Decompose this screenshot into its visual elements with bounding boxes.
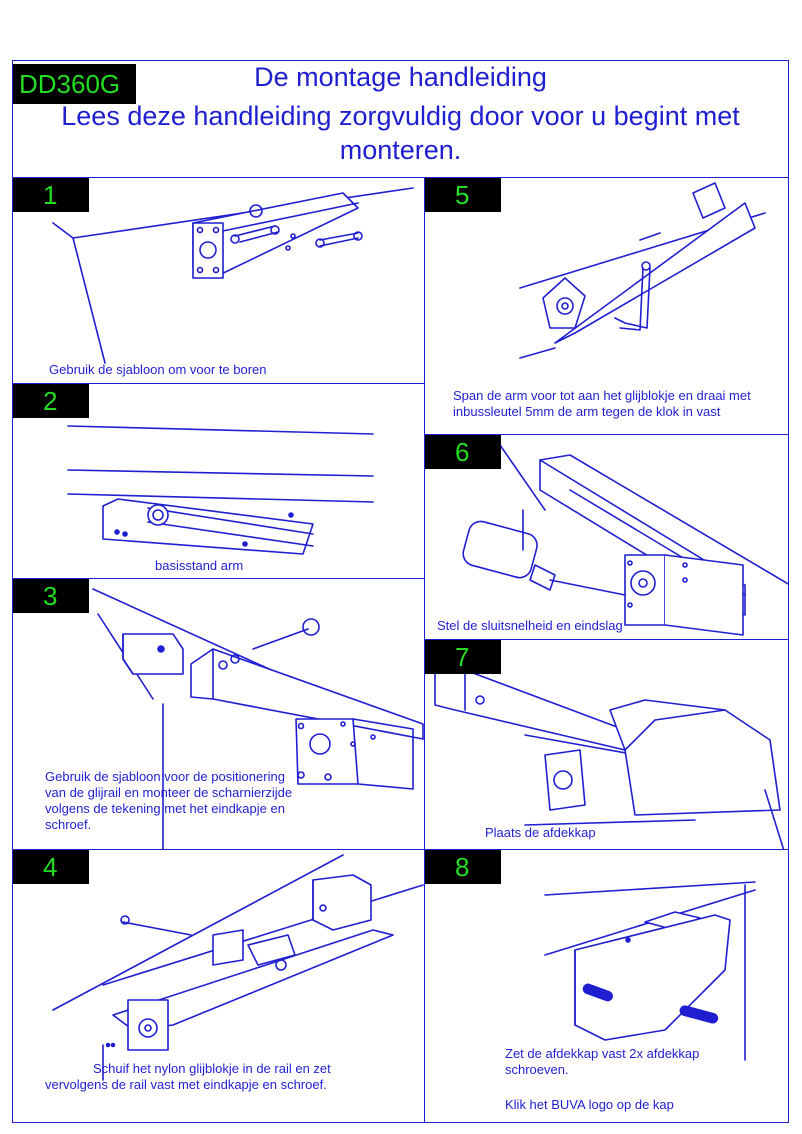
step-panel-2: 2 basisstand arm xyxy=(12,383,425,579)
step-caption-8-logo: Klik het BUVA logo op de kap xyxy=(505,1097,674,1112)
step-1-illustration xyxy=(52,187,414,364)
step-number-1: 1 xyxy=(13,178,89,212)
step-number-3: 3 xyxy=(13,579,89,613)
step-panel-1: 1 Gebruik de sjabloon om voor te boren xyxy=(12,177,425,384)
step-caption-4: Schuif het nylon glijblokje in de rail e… xyxy=(45,1061,331,1092)
step-caption-3: Gebruik de sjabloon voor de positionerin… xyxy=(45,769,293,832)
step-panel-5: 5 Span de arm voor tot aan het glijblokj… xyxy=(424,177,789,435)
step-panel-7: 7 Plaats de afdekkap xyxy=(424,639,789,851)
step-number-2: 2 xyxy=(13,384,89,418)
step-caption-2: basisstand arm xyxy=(155,558,244,573)
step-caption-6: Stel de sluitsnelheid en eindslag xyxy=(437,618,623,633)
step-3-illustration xyxy=(92,588,424,849)
step-number-7: 7 xyxy=(425,640,501,674)
step-4-illustration xyxy=(52,854,424,1081)
step-caption-8: Zet de afdekkap vast 2x afdekkap schroev… xyxy=(505,1046,700,1077)
step-panel-8: 8 Zet de afdekkap vast 2x afdekkap schro… xyxy=(424,849,789,1123)
step-number-4: 4 xyxy=(13,850,89,884)
step-number-8: 8 xyxy=(425,850,501,884)
step-panel-3: 3 Gebruik de sjabloon voor de positioner… xyxy=(12,578,425,850)
step-7-illustration xyxy=(434,669,785,850)
page-title: De montage handleiding xyxy=(254,62,547,92)
step-panel-6: 6 Stel de sluitsnelheid en eindslag xyxy=(424,434,789,640)
step-caption-5: Span de arm voor tot aan het glijblokje … xyxy=(453,388,751,419)
step-number-6: 6 xyxy=(425,435,501,469)
step-2-illustration xyxy=(67,425,374,555)
model-badge: DD360G xyxy=(13,64,136,104)
step-panel-4: 4 Schuif het nylon glijblokje in de rail… xyxy=(12,849,425,1123)
step-5-illustration xyxy=(519,182,766,359)
step-number-5: 5 xyxy=(425,178,501,212)
step-caption-1: Gebruik de sjabloon om voor te boren xyxy=(49,362,267,377)
page-subtitle: Lees deze handleiding zorgvuldig door vo… xyxy=(61,101,740,165)
step-caption-7: Plaats de afdekkap xyxy=(485,825,596,840)
step-6-illustration xyxy=(462,444,788,636)
step-8-illustration xyxy=(544,881,756,1061)
